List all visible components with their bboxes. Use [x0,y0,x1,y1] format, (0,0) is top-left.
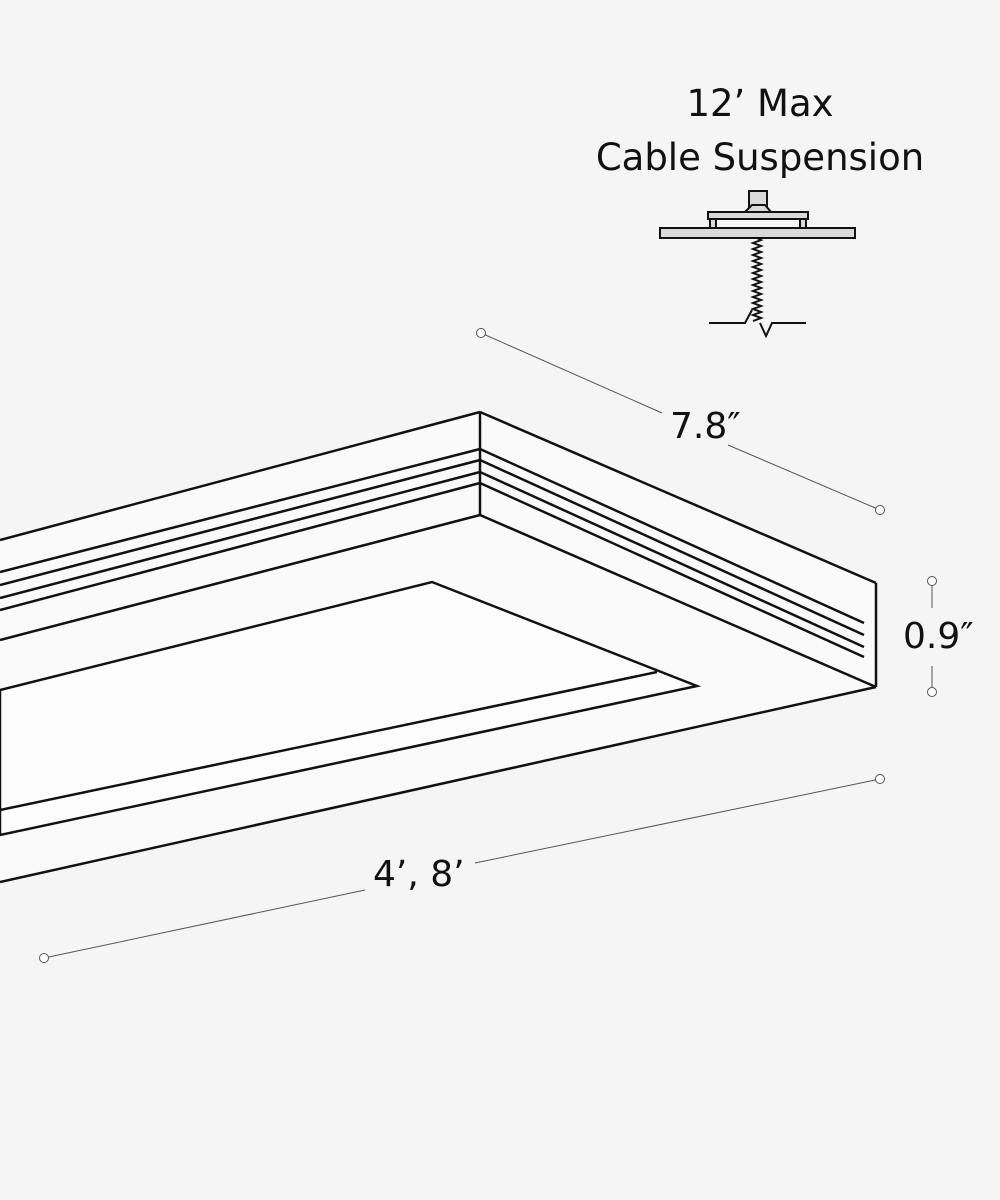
dimension-height [927,576,937,697]
cable-canopy-icon [659,190,856,239]
lens-panel [0,580,702,837]
height-label: 0.9″ [903,616,974,657]
width-label: 7.8″ [670,406,741,447]
length-label: 4’, 8’ [373,854,465,895]
dimension-width [476,328,885,515]
title-line-1: 12’ Max [686,82,834,125]
suspension-cable [709,237,806,339]
dimension-length [39,774,885,963]
title-line-2: Cable Suspension [595,136,925,179]
